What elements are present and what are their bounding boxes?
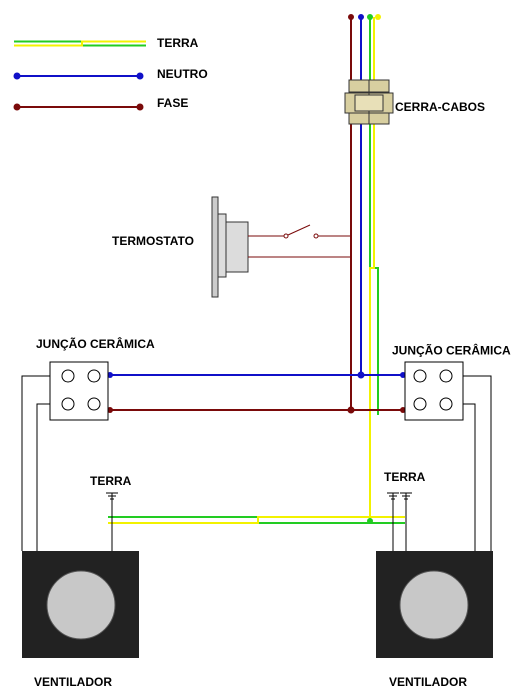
juncao-left-label: JUNÇÃO CERÂMICA <box>36 336 155 351</box>
neutro-junction-dot <box>357 371 365 379</box>
legend-terra-line <box>14 40 146 47</box>
fase-junction-dot <box>347 406 355 414</box>
bus-lines <box>107 371 406 414</box>
fase-terminal-top <box>348 14 354 20</box>
ventilador-left <box>22 551 139 658</box>
ventilador-left-label: VENTILADOR <box>34 675 112 688</box>
ceramic-junction-right <box>404 361 464 421</box>
terra-link <box>108 516 405 524</box>
legend-neutro-line <box>13 72 144 80</box>
ceramic-junction-left <box>49 361 109 421</box>
legend-neutro-label: NEUTRO <box>157 67 208 81</box>
neutro-terminal-top <box>358 14 364 20</box>
termostato <box>211 196 351 298</box>
ground-symbol-right <box>387 492 412 551</box>
legend: TERRA NEUTRO FASE <box>13 36 208 111</box>
ventilador-right <box>376 551 493 658</box>
ventilador-right-label: VENTILADOR <box>389 675 467 688</box>
terra-junction-dot <box>367 518 373 524</box>
juncao-right-label: JUNÇÃO CERÂMICA <box>392 342 511 357</box>
legend-terra-label: TERRA <box>157 36 199 50</box>
terra-left-label: TERRA <box>90 474 132 488</box>
terra-terminal-top-yellow <box>375 14 381 20</box>
legend-fase-line <box>13 103 144 111</box>
cerra-cabos-label: CERRA-CABOS <box>395 100 485 114</box>
terra-terminal-top-green <box>367 14 373 20</box>
ground-symbol-left <box>106 492 118 551</box>
cable-gland <box>344 79 394 125</box>
fan-wires <box>21 375 492 551</box>
legend-fase-label: FASE <box>157 96 188 110</box>
termostato-label: TERMOSTATO <box>112 234 194 248</box>
terra-right-label: TERRA <box>384 470 426 484</box>
terra-wire-main <box>369 17 379 521</box>
